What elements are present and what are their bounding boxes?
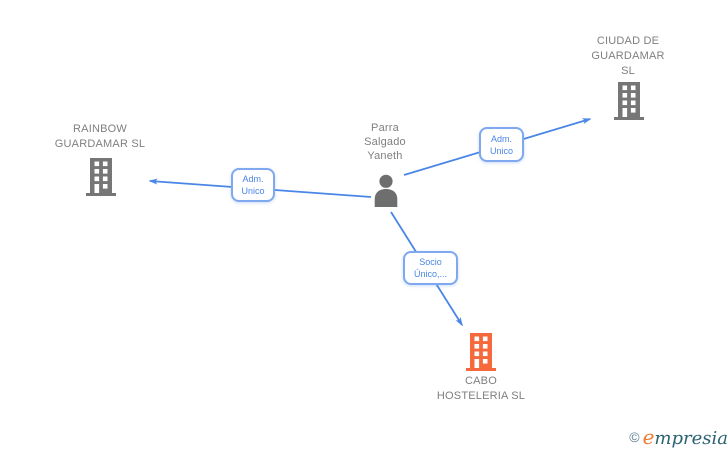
company-node-label-cabo-hosteleria[interactable]: CABO HOSTELERIA SL bbox=[436, 375, 526, 402]
edge-label-adm-unico-left[interactable]: Adm. Unico bbox=[231, 168, 275, 202]
company-node-label-rainbow-guardamar[interactable]: RAINBOW GUARDAMAR SL bbox=[54, 123, 146, 150]
logo-letter-e: e bbox=[642, 425, 655, 449]
edge-label-text: Adm. Unico bbox=[241, 174, 265, 196]
logo-text: mpresia bbox=[654, 428, 728, 449]
person-node-label[interactable]: Parra Salgado Yaneth bbox=[364, 122, 406, 162]
building-icon-highlighted[interactable] bbox=[466, 333, 496, 371]
empresia-logo: ©empresia bbox=[629, 425, 728, 449]
edge-label-text: Adm. Unico bbox=[489, 133, 513, 156]
building-icon[interactable] bbox=[614, 82, 644, 120]
edge-label-adm-unico-top-right[interactable]: Adm. Unico bbox=[479, 127, 524, 162]
copyright-icon: © bbox=[629, 429, 640, 445]
person-icon[interactable] bbox=[370, 174, 402, 208]
edge-label-socio-unico[interactable]: Socio Único,... bbox=[403, 251, 458, 285]
edge-label-text: Socio Único,... bbox=[413, 257, 447, 279]
company-node-label-ciudad-de-guardamar[interactable]: CIUDAD DE GUARDAMAR SL bbox=[591, 35, 665, 77]
building-icon[interactable] bbox=[86, 158, 116, 196]
